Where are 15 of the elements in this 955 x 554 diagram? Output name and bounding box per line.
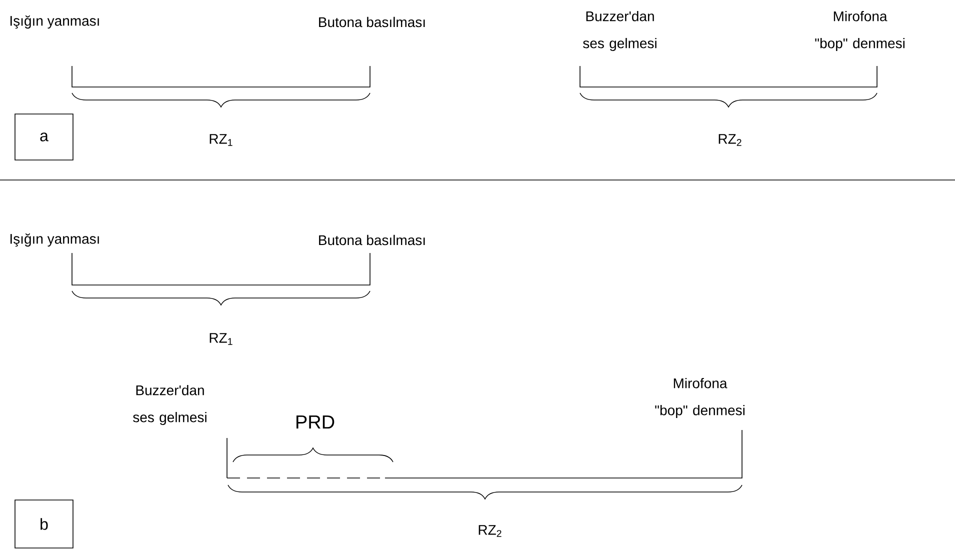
event-label: Buzzer'dan ses gelmesi [583, 10, 656, 52]
event-label: Işığın yanması [10, 15, 99, 29]
event-label: Buzzer'dan ses gelmesi [133, 384, 206, 426]
event-label: Işığın yanması [10, 233, 99, 247]
interval-label: RZ$_{2}$ [718, 134, 742, 146]
interval-label: RZ$_{2}$ [478, 525, 502, 537]
panel-letter-box: b [14, 500, 74, 548]
interval-label: PRD [296, 415, 334, 429]
event-label: Butona basılması [319, 16, 425, 28]
interval-label: RZ$_{1}$ [210, 333, 232, 345]
interval-label: RZ$_{1}$ [210, 134, 232, 146]
event-label: Butona basılması [319, 234, 425, 246]
panel-letter-box: a [14, 114, 74, 160]
event-label: Mirofona "bop" denmesi [655, 378, 744, 418]
event-label: Mirofona "bop" denmesi [815, 10, 904, 52]
